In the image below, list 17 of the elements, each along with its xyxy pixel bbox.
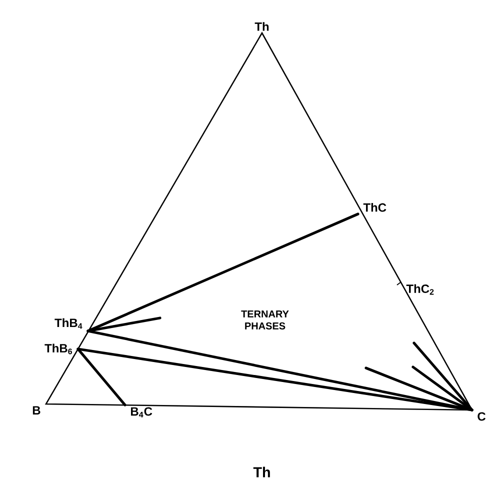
short-tie-line (412, 366, 474, 412)
phase-point-label: C (478, 412, 486, 421)
axis-label: Th (253, 466, 270, 478)
tie-line (76, 348, 126, 406)
phase-point-label: B (32, 406, 40, 414)
region-label: TERNARY PHASES (241, 310, 289, 330)
short-tie-line (412, 342, 474, 412)
phase-point-label: Th (254, 22, 269, 31)
tie-line (76, 348, 474, 412)
tie-line (86, 212, 360, 332)
phase-point-label: B$_{4}$C (131, 407, 152, 418)
phase-point-label: ThB$_{6}$ (44, 344, 72, 354)
phase-point-label: ThC$_{2}$ (406, 284, 434, 295)
short-tie-line (86, 316, 162, 332)
short-tie-line (364, 366, 474, 412)
phase-point-label: ThC (363, 203, 386, 212)
phase-point-label: ThB$_{4}$ (54, 318, 82, 329)
